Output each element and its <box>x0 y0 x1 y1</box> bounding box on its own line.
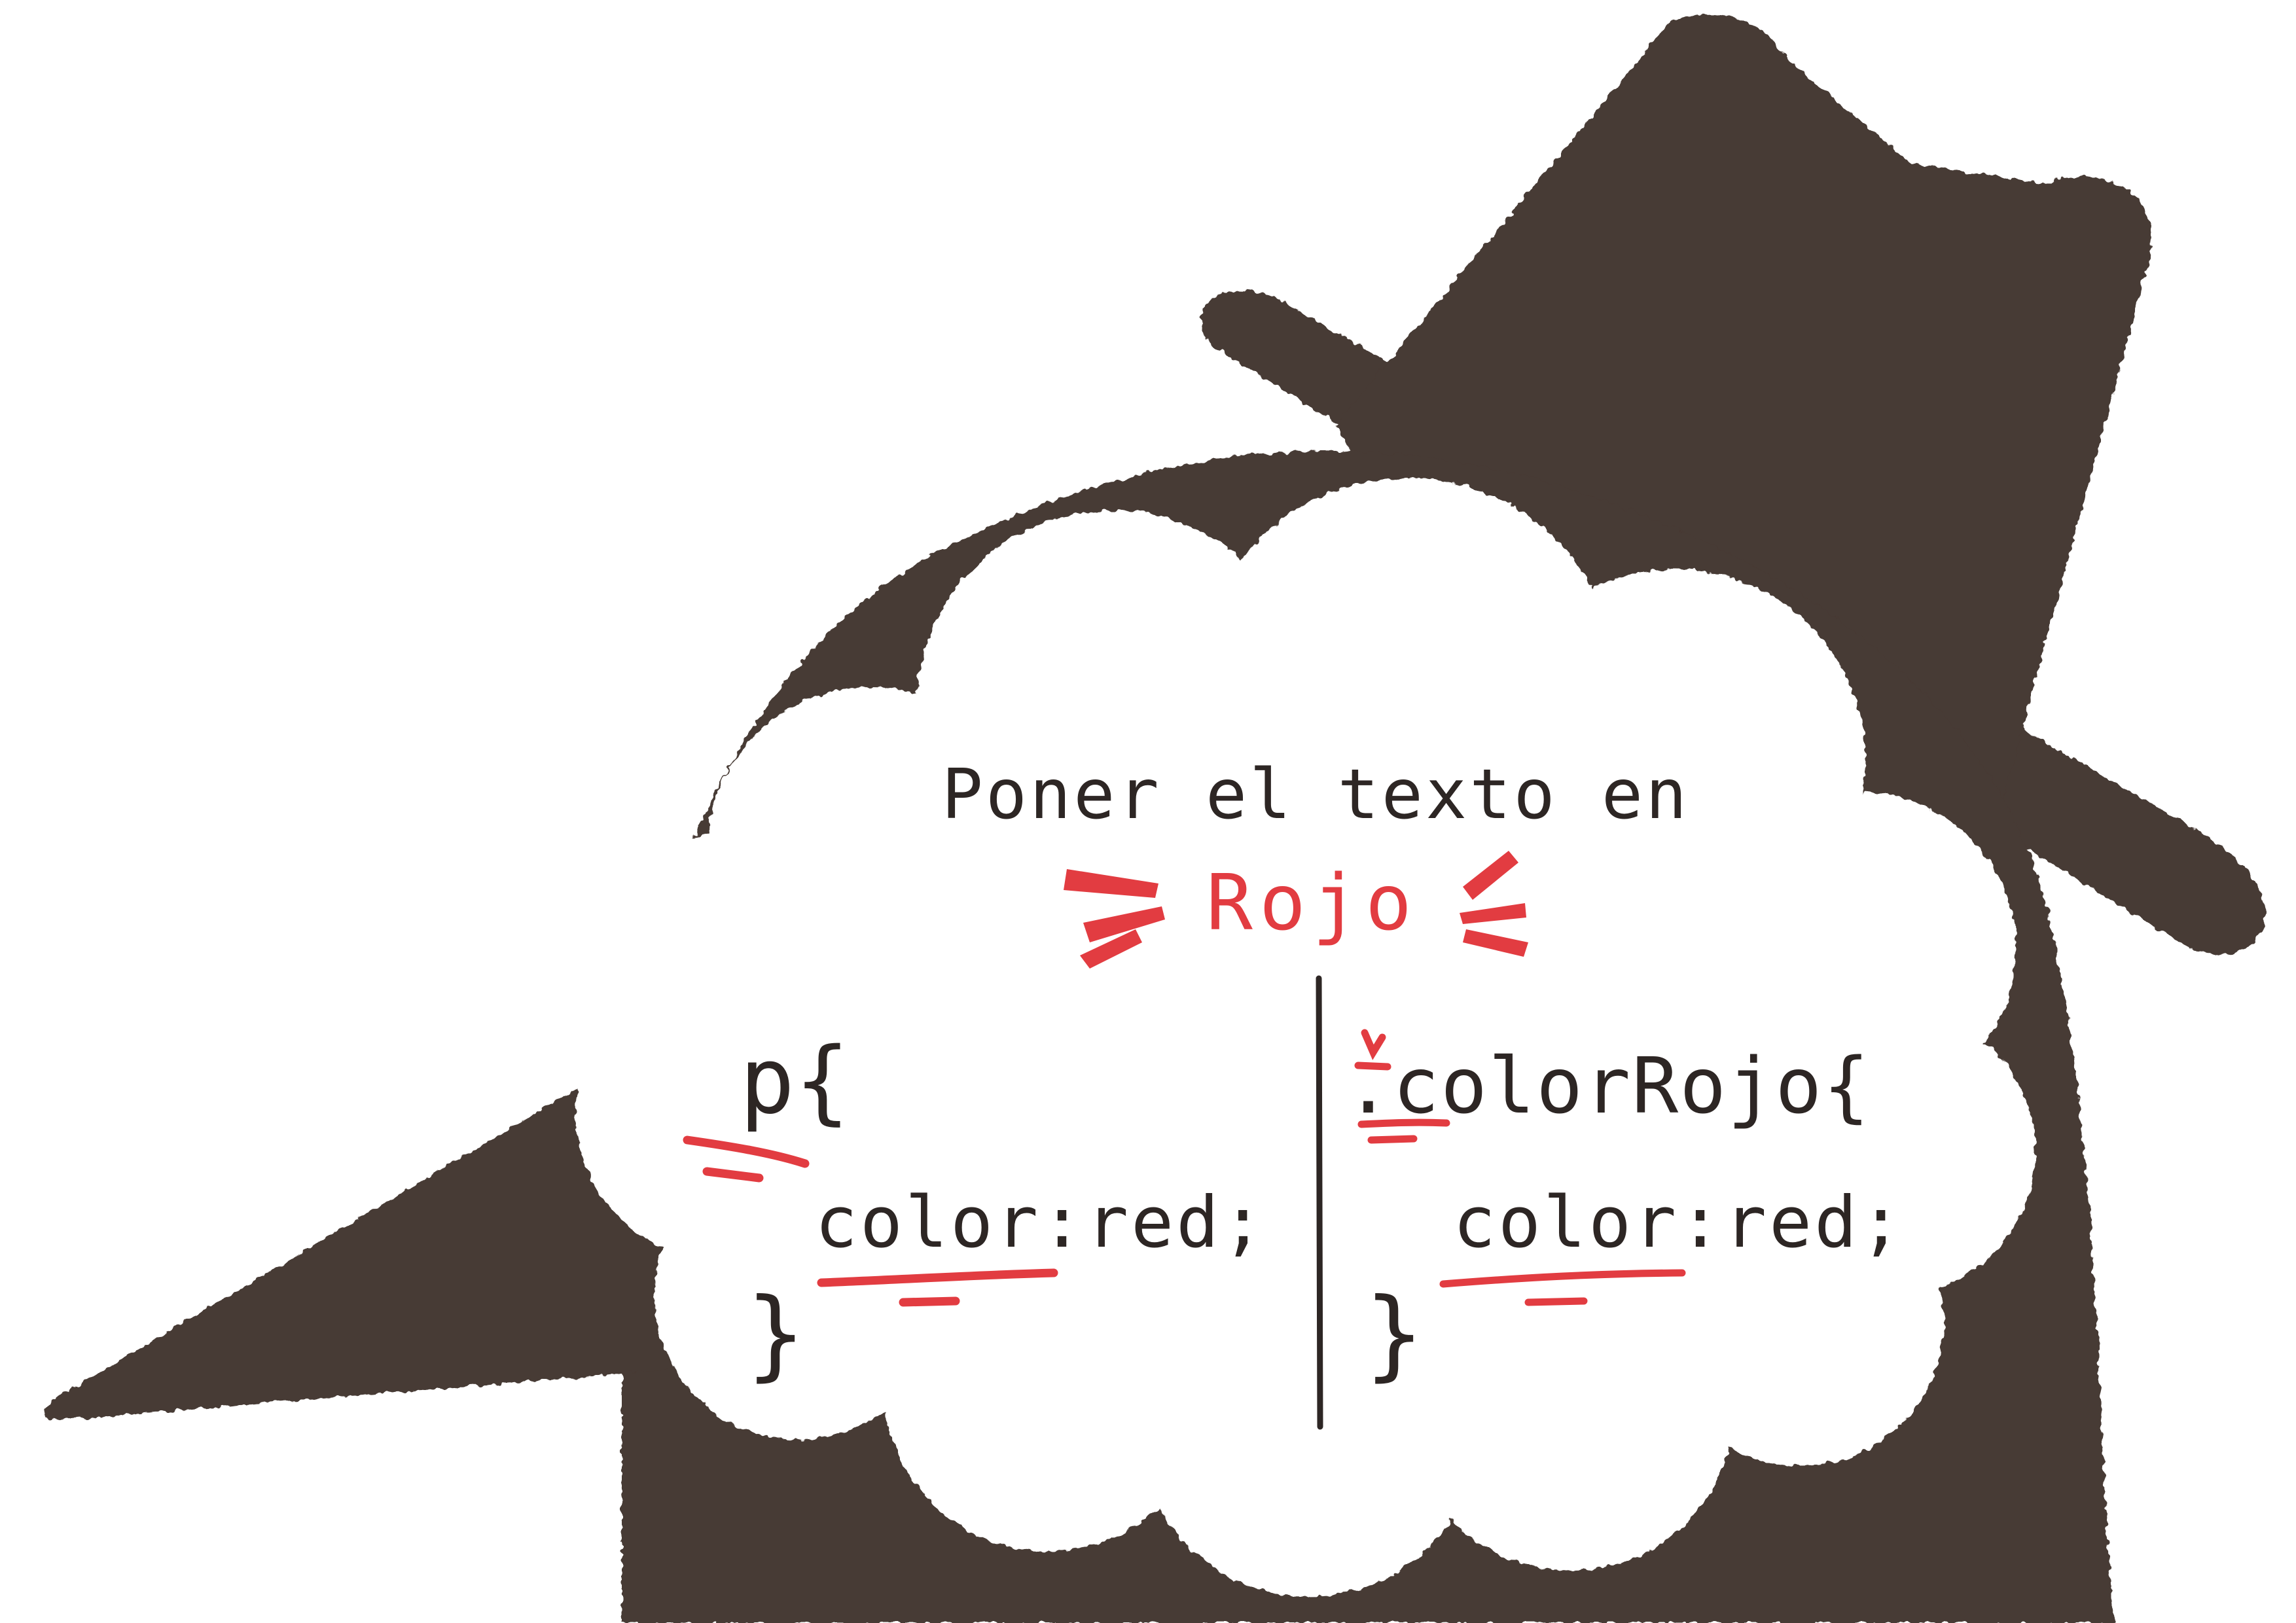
hat-crown <box>1335 14 2151 825</box>
burst-marks-right <box>1460 851 1528 957</box>
code-block-left: p{ color:red; } <box>683 1028 1266 1391</box>
thought-heading: Poner el texto en <box>942 755 1690 834</box>
left-selector-line: p{ <box>740 1028 850 1135</box>
code-divider <box>1316 975 1323 1430</box>
highlight-group: Rojo <box>1064 851 1528 969</box>
left-underlines <box>683 1135 1058 1307</box>
highlight-word: Rojo <box>1206 857 1418 948</box>
right-property-line: color:red; <box>1453 1182 1905 1264</box>
left-property-line: color:red; <box>815 1182 1266 1264</box>
code-block-right: .colorRojo{ color:red; } <box>1345 1029 1905 1391</box>
thought-cloud <box>576 478 2036 1597</box>
right-selector-line: .colorRojo{ <box>1345 1041 1871 1131</box>
burst-marks-left <box>1064 869 1165 969</box>
left-closing-line: } <box>746 1277 805 1391</box>
right-underlines <box>1354 1029 1686 1306</box>
right-closing-line: } <box>1365 1277 1424 1391</box>
